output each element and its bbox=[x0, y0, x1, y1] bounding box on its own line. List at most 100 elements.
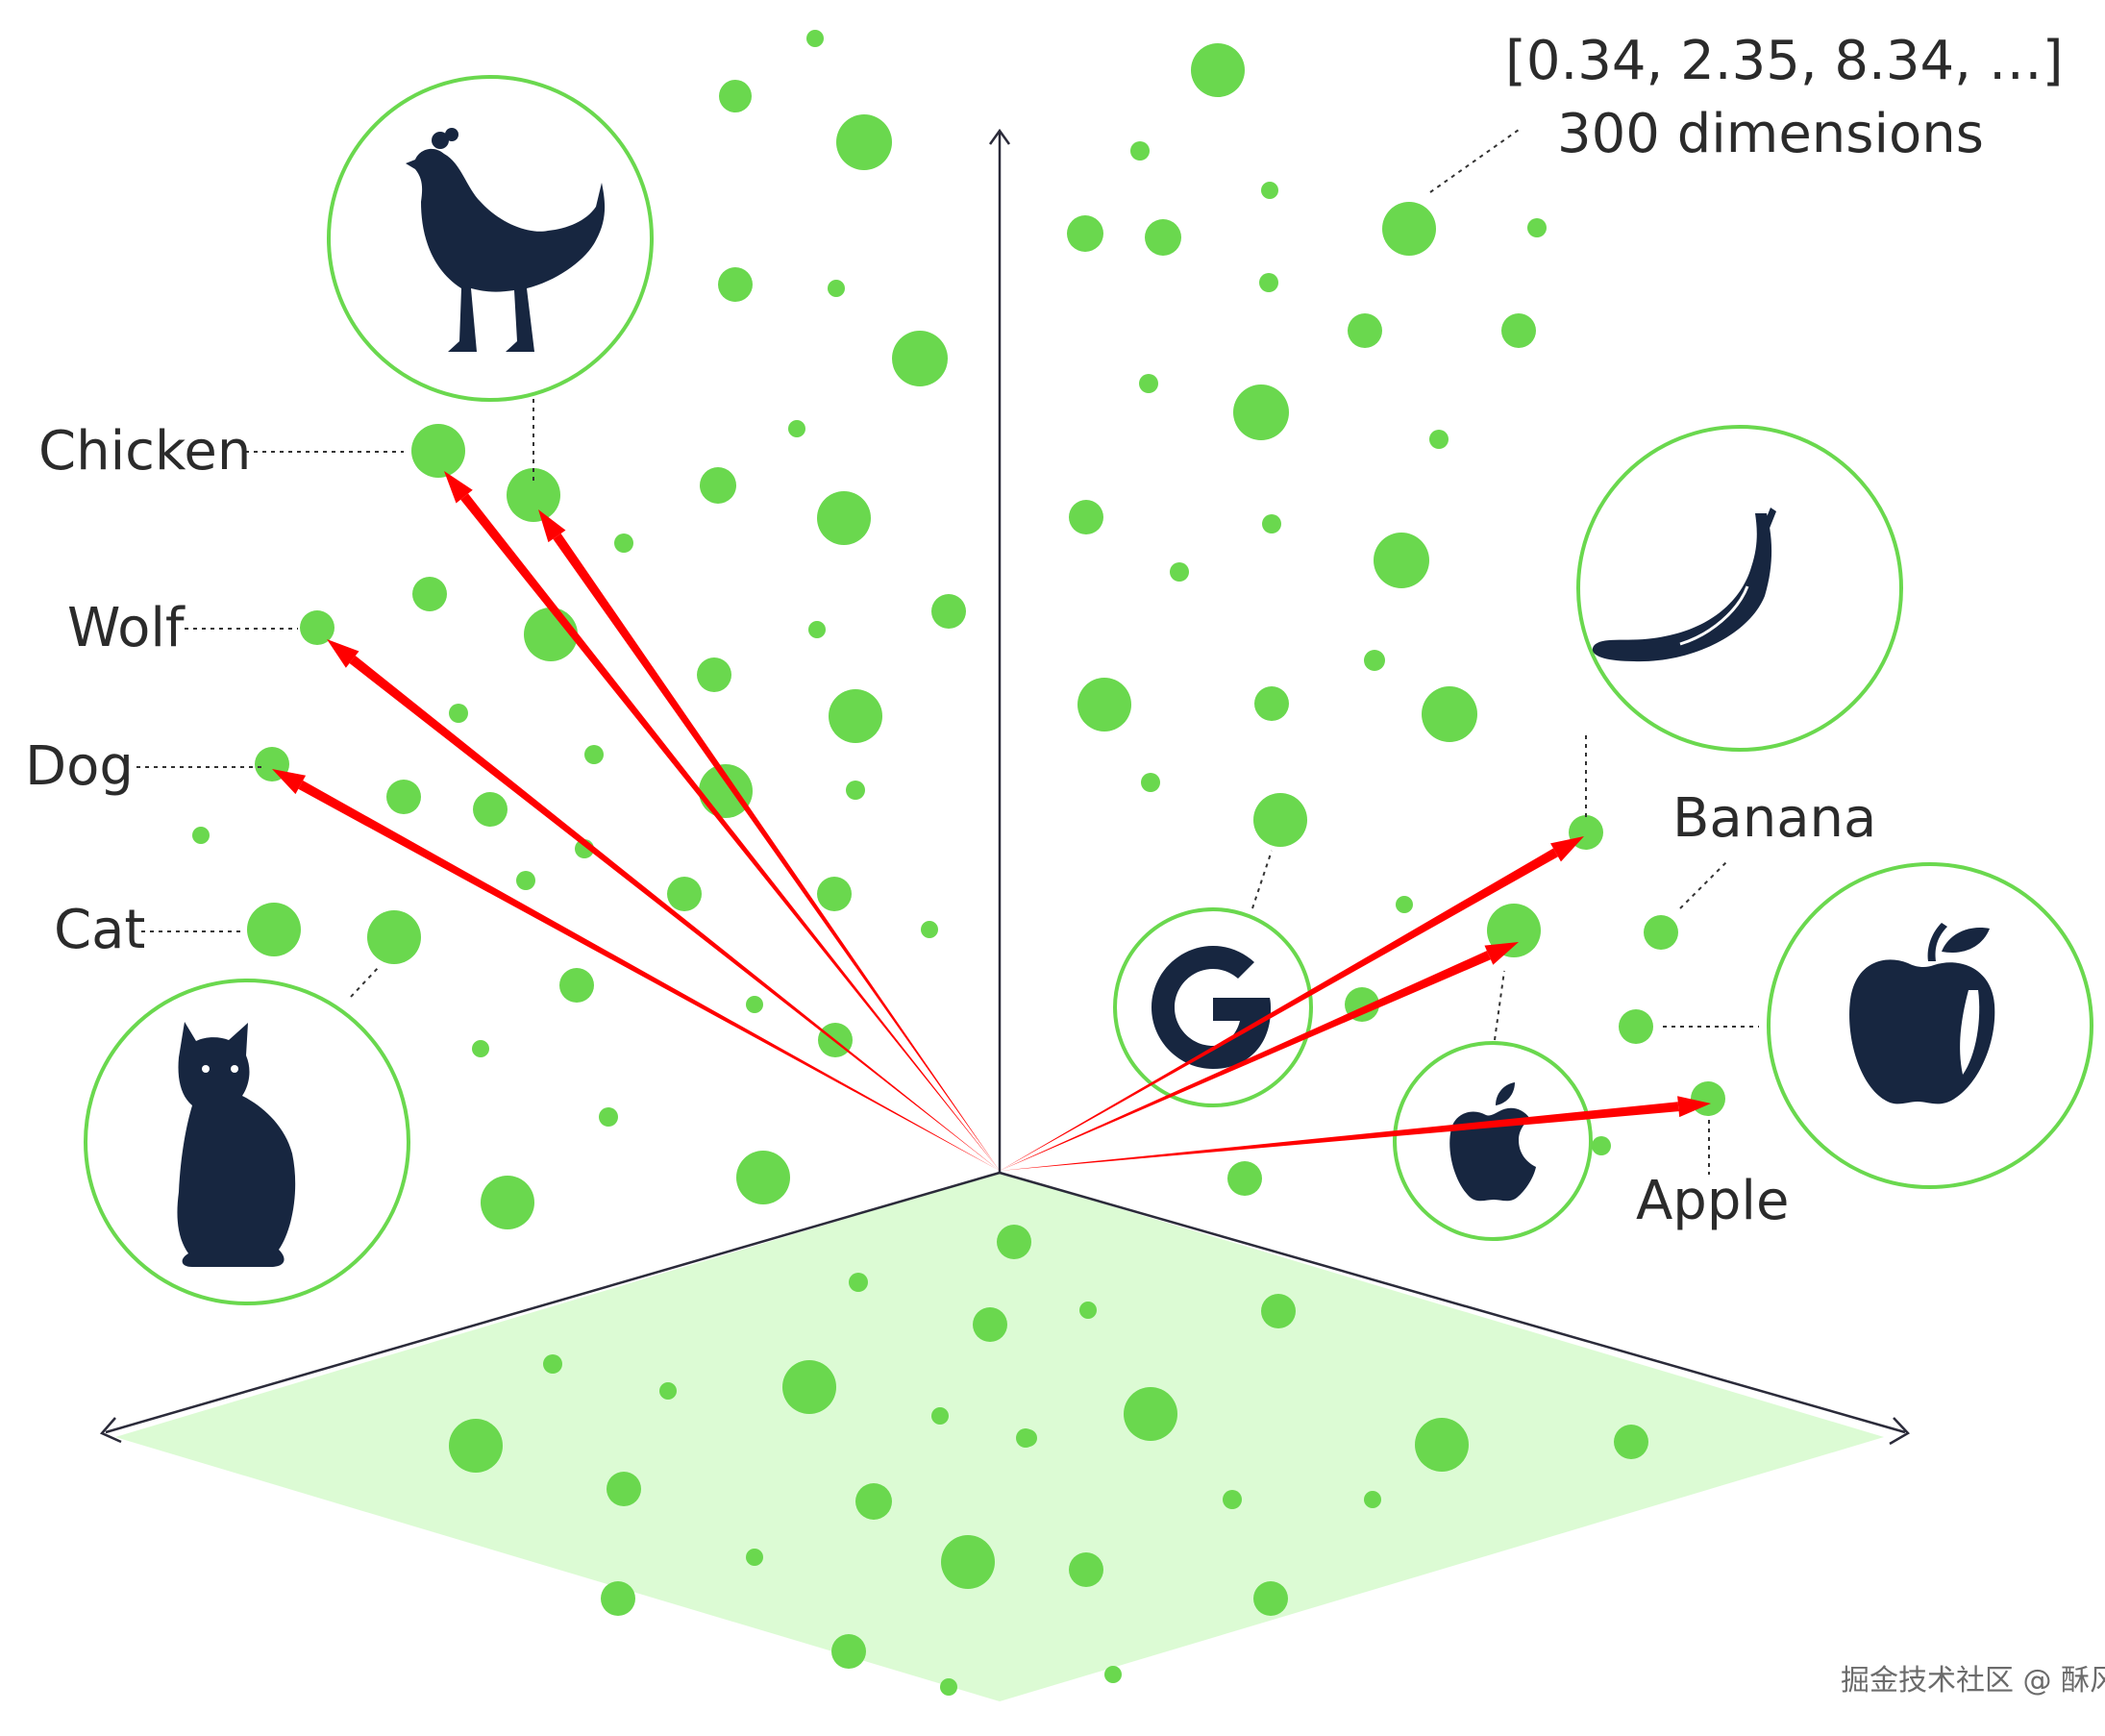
scatter-dot bbox=[1124, 1387, 1177, 1441]
scatter-dot bbox=[1691, 1081, 1725, 1116]
scatter-dot bbox=[473, 792, 508, 827]
scatter-dot bbox=[412, 577, 447, 611]
vector-shaft bbox=[349, 656, 1000, 1171]
scatter-dot bbox=[931, 594, 966, 629]
chicken-icon bbox=[406, 128, 606, 352]
vector-arrowhead bbox=[327, 639, 359, 668]
vector-arrowhead bbox=[1484, 942, 1519, 965]
label-banana: Banana bbox=[1672, 787, 1876, 850]
vector-banana bbox=[1000, 836, 1584, 1171]
scatter-dot bbox=[1501, 313, 1536, 348]
scatter-dot bbox=[1079, 1302, 1097, 1319]
cat-icon bbox=[177, 1022, 296, 1267]
scatter-dot bbox=[997, 1225, 1031, 1259]
scatter-dot bbox=[1145, 219, 1181, 256]
scatter-dot bbox=[1141, 773, 1160, 792]
scatter-dot bbox=[846, 781, 865, 800]
scatter-dot bbox=[1257, 801, 1296, 839]
scatter-dot bbox=[1527, 218, 1547, 237]
scatter-dot bbox=[614, 533, 633, 553]
vector-arrowhead bbox=[1677, 1096, 1711, 1118]
chicken-badge bbox=[327, 75, 654, 402]
apple-logo-icon bbox=[1449, 1082, 1536, 1202]
scatter-dot bbox=[940, 1678, 957, 1696]
scatter-dot bbox=[599, 1107, 618, 1127]
scatter-dot bbox=[607, 1472, 641, 1506]
leader-lines bbox=[136, 129, 1759, 1175]
scatter-dot bbox=[808, 621, 826, 638]
cat-badge bbox=[84, 979, 410, 1305]
vector-arrowhead bbox=[538, 509, 566, 543]
scatter-dot bbox=[543, 1354, 562, 1374]
scatter-dot bbox=[507, 468, 560, 522]
vector-shaft bbox=[298, 781, 1000, 1171]
vector-values-label: [0.34, 2.35, 8.34, …] bbox=[1505, 30, 2064, 92]
scatter-dot bbox=[667, 877, 702, 911]
apple-logo-badge bbox=[1393, 1041, 1593, 1241]
label-chicken: Chicken bbox=[38, 420, 251, 483]
label-wolf: Wolf bbox=[67, 597, 186, 659]
scatter-dot bbox=[1020, 1429, 1037, 1447]
vector-arrowhead bbox=[272, 769, 307, 795]
scatter-dot bbox=[1259, 273, 1278, 292]
scatter-dot bbox=[699, 764, 753, 818]
scatter-dot bbox=[782, 1360, 836, 1414]
scatter-dot bbox=[532, 615, 570, 654]
scatter-dot bbox=[817, 877, 852, 911]
scatter-dot bbox=[973, 1307, 1007, 1342]
scatter-dot bbox=[849, 1273, 868, 1292]
right-axis-arrowhead bbox=[1889, 1417, 1910, 1446]
scatter-dot bbox=[1069, 1552, 1103, 1587]
scatter-dot bbox=[746, 1549, 763, 1566]
scatter-dot bbox=[1592, 1136, 1611, 1155]
vector-shaft bbox=[460, 493, 1001, 1171]
label-cat: Cat bbox=[54, 899, 145, 961]
scatter-dot bbox=[828, 280, 845, 297]
scatter-dot bbox=[1348, 313, 1382, 348]
axes bbox=[99, 128, 1910, 1446]
scatter-dot bbox=[472, 1040, 489, 1057]
scatter-dot bbox=[659, 1382, 677, 1400]
scatter-dot bbox=[1415, 1418, 1469, 1472]
scatter-dot bbox=[836, 114, 892, 170]
scatter-dot bbox=[1261, 182, 1278, 199]
label-dog: Dog bbox=[25, 735, 134, 798]
label-apple: Apple bbox=[1636, 1170, 1789, 1232]
scatter-dot bbox=[700, 467, 736, 504]
scatter-dot bbox=[1429, 430, 1449, 449]
scatter-dot bbox=[1139, 374, 1158, 393]
apple-fruit-icon bbox=[1849, 923, 1995, 1104]
scatter-dot bbox=[1619, 1009, 1653, 1044]
banana-icon bbox=[1592, 508, 1776, 662]
vector-shaft bbox=[1000, 1102, 1679, 1171]
scatter-dot bbox=[1077, 678, 1131, 732]
scatter-dot bbox=[1191, 43, 1245, 97]
scatter-dot bbox=[300, 610, 334, 645]
scatter-dot bbox=[1374, 533, 1429, 588]
vector-apple bbox=[1000, 1096, 1711, 1171]
scatter-dot bbox=[817, 491, 871, 545]
watermark: 掘金技术社区 @ 酥风 bbox=[1841, 1664, 2105, 1698]
scatter-dot bbox=[1227, 1161, 1262, 1196]
scatter-dot bbox=[247, 903, 301, 956]
scatter-dot bbox=[481, 1176, 534, 1229]
scatter-dot bbox=[584, 745, 604, 764]
vector-shaft bbox=[553, 533, 1000, 1171]
vector-chicken bbox=[444, 471, 1001, 1171]
scatter-dot bbox=[1104, 1666, 1122, 1683]
scatter-dot bbox=[1262, 514, 1281, 533]
scatter-dot bbox=[1364, 1491, 1381, 1508]
scatter-dot bbox=[1233, 384, 1289, 440]
scatter-dot bbox=[386, 780, 421, 814]
vertical-axis-arrowhead bbox=[988, 128, 1011, 145]
vector-shaft bbox=[1000, 951, 1491, 1171]
scatter-dot bbox=[718, 267, 753, 302]
vector-arrowhead bbox=[1550, 836, 1584, 862]
scatter-dot bbox=[449, 1419, 503, 1473]
scatter-dot bbox=[1364, 650, 1385, 671]
scatter-dot bbox=[449, 704, 468, 723]
vector-chicken-2 bbox=[538, 509, 1000, 1171]
scatter-dot bbox=[1422, 686, 1477, 742]
ground-plane bbox=[115, 1173, 1884, 1701]
